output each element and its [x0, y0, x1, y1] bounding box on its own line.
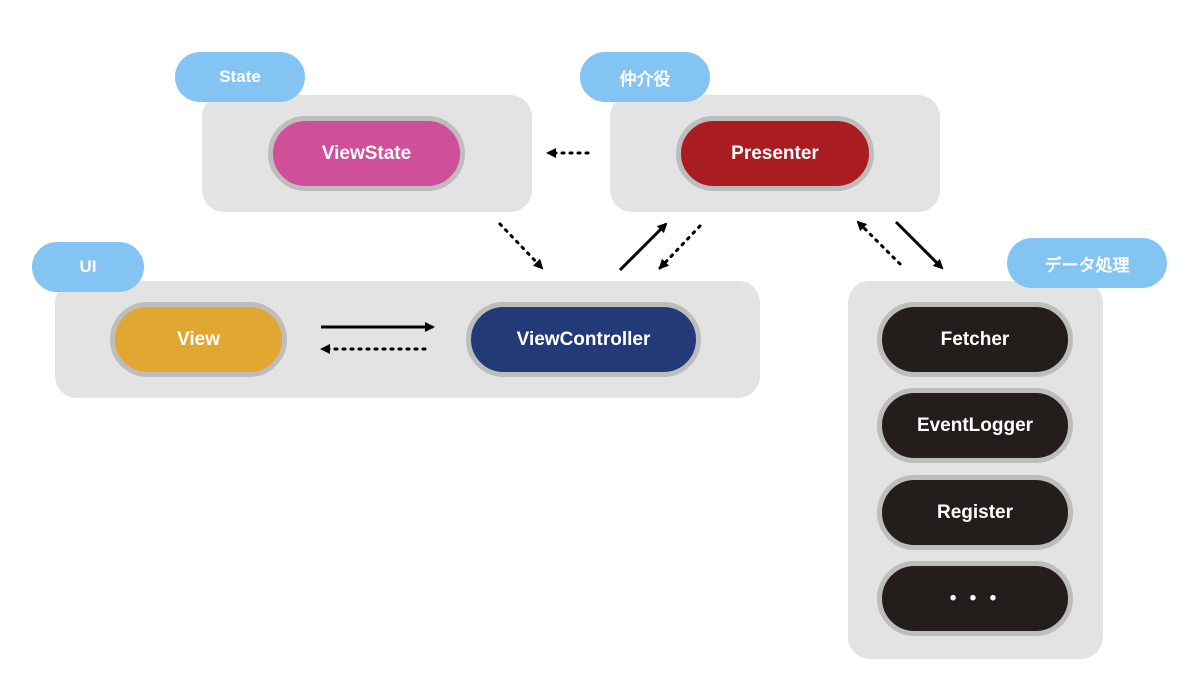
presenter-node: Presenter [676, 116, 874, 191]
ui-tag: UI [32, 242, 144, 292]
arrow-viewcontroller-to-presenter [618, 222, 668, 272]
view-node: View [110, 302, 287, 377]
fetcher-node: Fetcher [877, 302, 1073, 377]
state-tag: State [175, 52, 305, 102]
arrow-data-to-presenter [856, 220, 902, 266]
arrow-viewstate-to-viewcontroller [498, 222, 544, 270]
data-tag: データ処理 [1007, 238, 1167, 288]
more-node: • • • [877, 561, 1073, 636]
eventlogger-node: EventLogger [877, 388, 1073, 463]
arrow-presenter-to-viewcontroller [658, 224, 702, 270]
arrow-presenter-to-data [894, 220, 944, 270]
viewcontroller-node: ViewController [466, 302, 701, 377]
viewstate-node: ViewState [268, 116, 465, 191]
mediator-tag: 仲介役 [580, 52, 710, 102]
register-node: Register [877, 475, 1073, 550]
